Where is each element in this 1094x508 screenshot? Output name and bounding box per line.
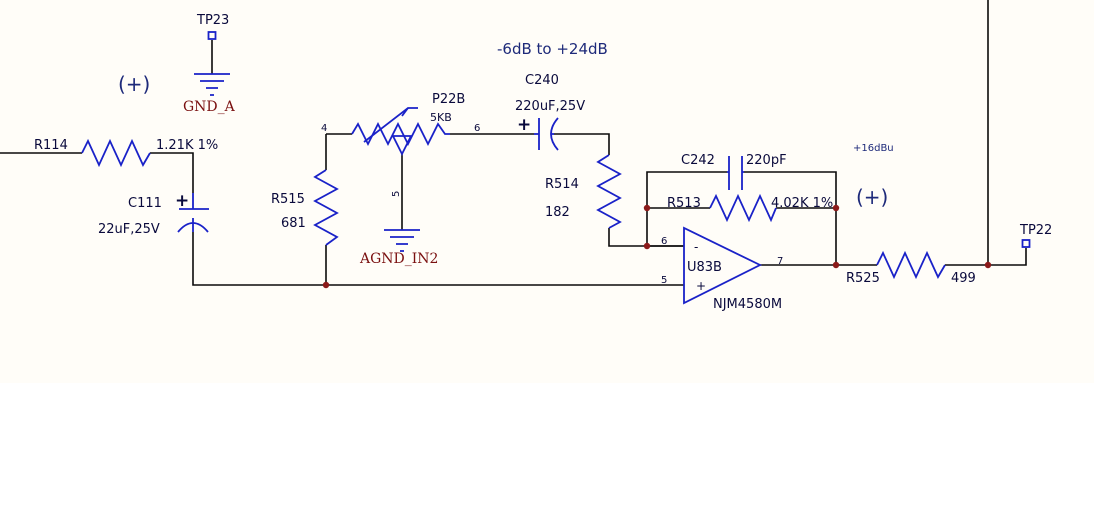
r513-value: 4.02K 1%	[771, 196, 833, 211]
potentiometer-p22b	[351, 107, 450, 157]
c111-ref: C111	[128, 196, 162, 211]
wire-c111-bottom	[192, 232, 684, 286]
junction-dot	[322, 281, 330, 289]
u83b-minus: -	[694, 240, 698, 254]
wire-r114-c111	[150, 152, 194, 193]
r514-value: 182	[545, 205, 570, 220]
level-note: +16dBu	[853, 143, 894, 154]
schematic-sheet	[0, 0, 1094, 383]
wires	[0, 0, 1027, 286]
ground-label-agnd-in2: AGND_IN2	[359, 251, 438, 267]
c242-value: 220pF	[746, 153, 787, 168]
u83b-pin7: 7	[777, 256, 783, 267]
resistor-r514	[596, 154, 622, 229]
junction-dot	[643, 204, 651, 212]
wire-feedback-cap-right	[744, 171, 837, 265]
wire-feedback-left	[646, 171, 727, 246]
wire-r525-out	[945, 248, 1027, 266]
p22b-pin5: 5	[391, 191, 402, 197]
p22b-pin6: 6	[474, 123, 480, 134]
u83b-pin6: 6	[661, 236, 667, 247]
u83b-ref: U83B	[687, 260, 722, 275]
p22b-ref: P22B	[432, 92, 465, 107]
c111-plus-sign: +	[175, 191, 189, 211]
c240-ref: C240	[525, 73, 559, 88]
polarity-marker-right: (+)	[856, 185, 888, 209]
p22b-value: 5KB	[430, 111, 452, 124]
testpoint-tp23	[207, 31, 217, 40]
capacitor-c240	[534, 117, 559, 151]
r515-value: 681	[281, 216, 306, 231]
resistor-r525	[876, 250, 946, 280]
resistor-r513	[709, 193, 777, 223]
r514-ref: R514	[545, 177, 579, 192]
c111-value: 22uF,25V	[98, 222, 160, 237]
c242-ref: C242	[681, 153, 715, 168]
opamp-u83b	[683, 226, 763, 305]
resistor-r114	[81, 138, 151, 168]
r513-ref: R513	[667, 196, 701, 211]
u83b-part: NJM4580M	[713, 297, 782, 312]
u83b-pin5: 5	[661, 275, 667, 286]
junction-dot	[832, 204, 840, 212]
capacitor-c111	[177, 193, 209, 233]
testpoint-tp22-label: TP22	[1019, 223, 1052, 238]
junctions	[322, 204, 992, 289]
p22b-pin4: 4	[321, 123, 327, 134]
testpoint-tp22	[1021, 239, 1031, 248]
r525-value: 499	[951, 271, 976, 286]
u83b-plus: +	[696, 279, 706, 293]
resistor-r515	[313, 169, 339, 246]
junction-dot	[643, 242, 651, 250]
polarity-marker-left: (+)	[118, 72, 150, 96]
r114-value: 1.21K 1%	[156, 138, 218, 153]
wire-c240-r514	[554, 133, 610, 155]
testpoint-tp23-label: TP23	[196, 13, 229, 28]
ground-label-gnd-a: GND_A	[183, 99, 236, 115]
gain-range-note: -6dB to +24dB	[497, 40, 608, 58]
c240-plus-sign: +	[517, 115, 531, 135]
c240-value: 220uF,25V	[515, 99, 585, 114]
capacitor-c242	[727, 156, 744, 190]
r525-ref: R525	[846, 271, 880, 286]
junction-dot	[832, 261, 840, 269]
ground-symbol-gnd-a	[194, 73, 230, 96]
r515-ref: R515	[271, 192, 305, 207]
junction-dot	[984, 261, 992, 269]
r114-ref: R114	[34, 138, 68, 153]
ground-symbol-agnd-in2	[384, 229, 420, 252]
